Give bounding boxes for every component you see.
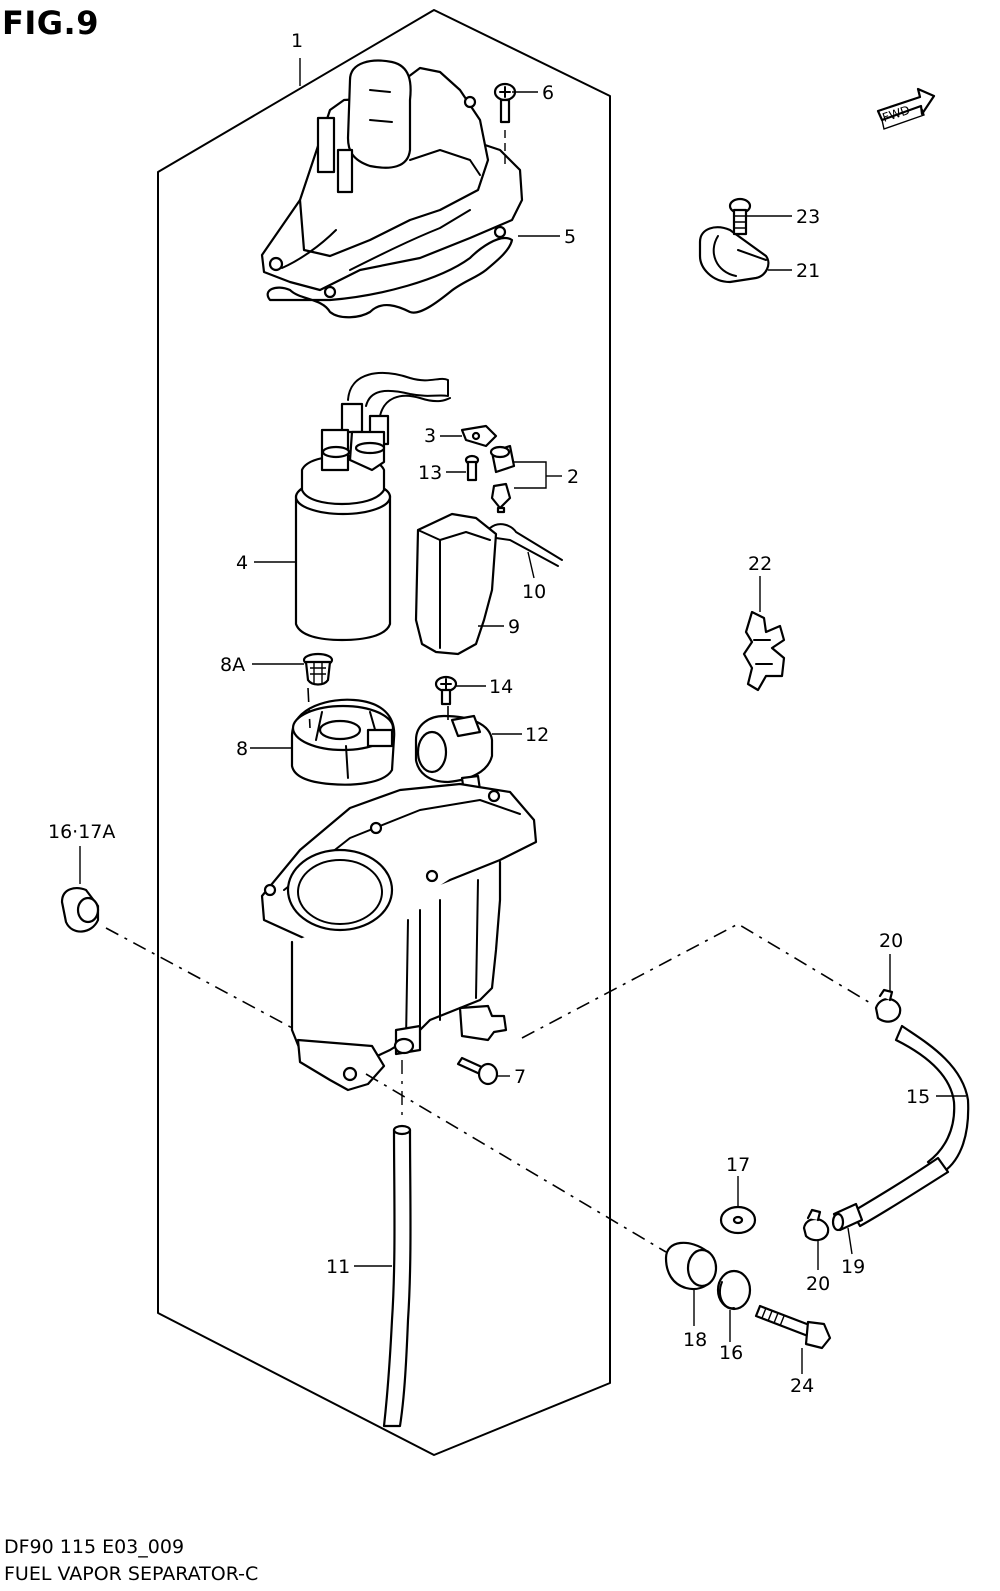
screw-6-part <box>493 82 517 165</box>
callout-5: 5 <box>564 226 576 248</box>
callout-11: 11 <box>326 1256 350 1278</box>
callout-14: 14 <box>489 676 513 698</box>
bolt-23-part <box>728 197 752 236</box>
callout-18: 18 <box>683 1329 707 1351</box>
callout-17: 17 <box>726 1154 750 1176</box>
callout-1: 1 <box>291 30 303 52</box>
callout-16: 16 <box>719 1342 743 1364</box>
callout-16-17a: 16·17A <box>48 821 115 843</box>
bracket-22-part <box>742 610 786 692</box>
grommet-16-17a-part <box>60 887 100 933</box>
holder-8-part <box>290 698 396 786</box>
callout-2: 2 <box>567 466 579 488</box>
figure-code: DF90 115 E03_009 <box>4 1536 185 1558</box>
callouts: 1 6 5 3 13 2 4 10 9 8A 14 12 8 16·17A 7 … <box>48 30 930 1397</box>
fuel-pump-part <box>294 372 451 642</box>
figure-title: FIG.9 <box>2 4 99 42</box>
pressure-regulator-part <box>414 714 494 794</box>
callout-9: 9 <box>508 616 520 638</box>
callout-13: 13 <box>418 462 442 484</box>
callout-22: 22 <box>748 553 772 575</box>
callout-6: 6 <box>542 82 554 104</box>
bolt-13-part <box>464 454 480 482</box>
assembly-lines <box>105 687 873 1253</box>
washer-17-part <box>719 1205 757 1235</box>
callout-23: 23 <box>796 206 820 228</box>
callout-15: 15 <box>906 1086 930 1108</box>
bolt-24-part <box>754 1304 832 1350</box>
callout-8a: 8A <box>220 654 245 676</box>
callout-20-bottom: 20 <box>806 1273 830 1295</box>
callout-20-top: 20 <box>879 930 903 952</box>
separator-tank-part <box>260 782 538 1092</box>
callout-12: 12 <box>525 724 549 746</box>
top-cover-part <box>260 59 524 319</box>
figure-name: FUEL VAPOR SEPARATOR-C <box>4 1563 259 1585</box>
callout-10: 10 <box>522 581 546 603</box>
pipe-19-part <box>831 1202 864 1232</box>
clip-20-top-part <box>874 988 902 1023</box>
hose-15-part <box>850 1024 970 1228</box>
grommet-18-part <box>664 1241 718 1291</box>
strainer-8a-part <box>302 652 334 686</box>
assembly-box <box>157 9 611 1456</box>
washer-16-part <box>716 1269 752 1311</box>
screw-14-part <box>434 675 458 706</box>
callout-4: 4 <box>236 552 248 574</box>
plate-3-part <box>460 424 498 448</box>
clamp-21-part <box>698 226 770 284</box>
callout-8: 8 <box>236 738 248 760</box>
callout-19: 19 <box>841 1256 865 1278</box>
fwd-arrow-icon: FWD <box>876 87 936 130</box>
screw-7-part <box>456 1056 499 1086</box>
valve-2-part <box>489 444 547 514</box>
pump-bracket-part <box>414 512 563 656</box>
callout-24: 24 <box>790 1375 814 1397</box>
callout-7: 7 <box>514 1066 526 1088</box>
hose-11-part <box>382 1060 412 1428</box>
clip-20-bottom-part <box>802 1208 830 1242</box>
callout-21: 21 <box>796 260 820 282</box>
callout-3: 3 <box>424 425 436 447</box>
leader-lines <box>79 58 966 1374</box>
